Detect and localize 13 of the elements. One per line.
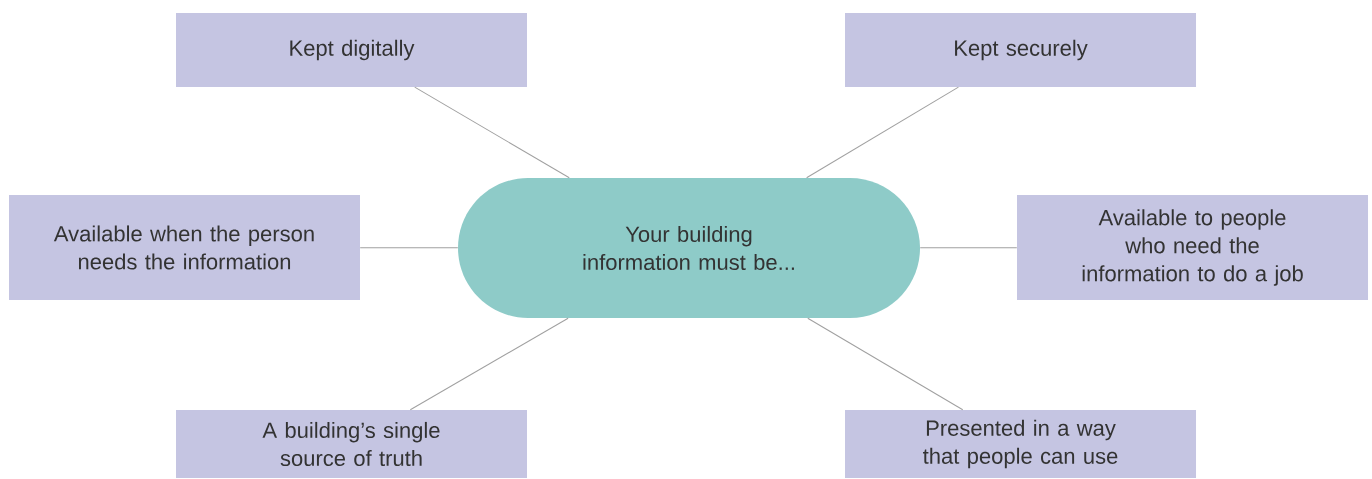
connector-line bbox=[919, 247, 1018, 249]
rounded-node: Your building information must be... bbox=[458, 178, 920, 318]
connector-line bbox=[359, 247, 459, 249]
connector-line bbox=[414, 86, 570, 179]
connector-line bbox=[807, 317, 964, 411]
text-box: Available when the person needs the information bbox=[9, 195, 360, 300]
connector-line bbox=[806, 86, 959, 179]
connector-line bbox=[409, 317, 569, 411]
text-box: A building’s single source of truth bbox=[176, 410, 527, 478]
text-box: Available to people who need the information to do a job bbox=[1017, 195, 1368, 300]
text-box: Kept digitally bbox=[176, 13, 527, 87]
text-box: Kept securely bbox=[845, 13, 1196, 87]
text-box: Presented in a way that people can use bbox=[845, 410, 1196, 478]
